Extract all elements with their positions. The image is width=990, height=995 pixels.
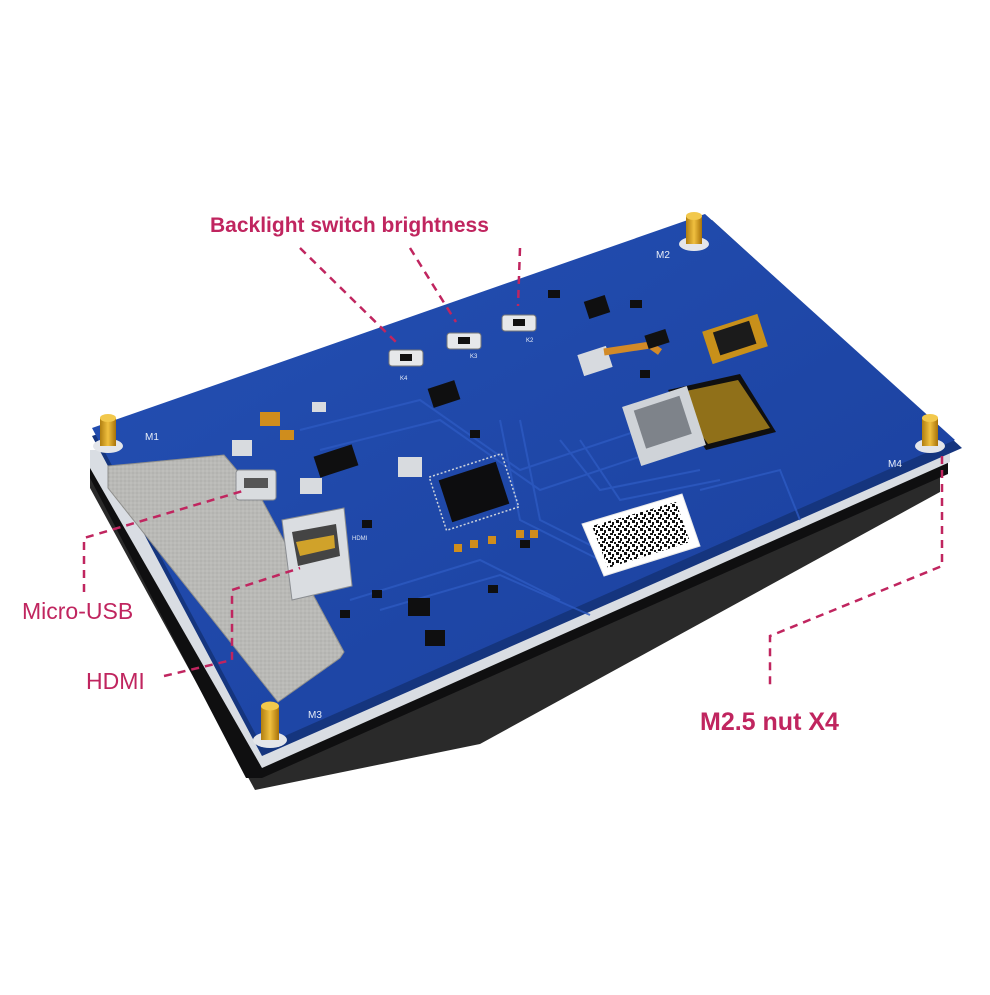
mount-label-m4: M4 — [888, 459, 902, 470]
callout-line-hdmi — [163, 566, 301, 678]
mount-label-m2: M2 — [656, 250, 670, 261]
standoff-m4 — [915, 414, 945, 453]
backlight-buttons: K4 K3 K2 — [388, 314, 537, 382]
button-k3-label: K3 — [470, 354, 478, 360]
standoff-m1 — [93, 414, 123, 453]
button-k2-label: K2 — [526, 338, 534, 344]
silkscreen-hdmi: HDMI — [352, 536, 368, 542]
button-k4: K4 — [388, 349, 424, 382]
standoff-m3 — [253, 701, 287, 748]
micro-usb-port — [235, 469, 277, 501]
mount-label-m3: M3 — [308, 710, 322, 721]
silver-components — [232, 402, 538, 552]
callout-micro-usb: Micro-USB — [22, 598, 134, 624]
hdmi-port — [281, 507, 353, 601]
mount-label-m1: M1 — [145, 432, 159, 443]
callout-line-k4 — [299, 247, 399, 345]
callout-line-nut — [768, 456, 944, 690]
callout-line-k2 — [516, 247, 522, 307]
qr-code-label — [581, 493, 701, 577]
button-k4-label: K4 — [400, 376, 408, 382]
callout-backlight-switch-brightness: Backlight switch brightness — [210, 214, 489, 237]
smd-components — [313, 290, 650, 646]
fpc-window — [622, 374, 776, 466]
ribbon-connector — [577, 328, 670, 377]
callout-line-micro-usb — [82, 488, 247, 592]
button-k3: K3 — [446, 332, 482, 360]
metal-shield-plate — [107, 454, 345, 703]
main-ic — [428, 452, 520, 532]
standoff-m2 — [679, 212, 709, 251]
button-k2: K2 — [501, 314, 537, 344]
callout-hdmi: HDMI — [86, 668, 145, 694]
callout-lines — [82, 247, 944, 690]
callout-line-k3 — [408, 247, 458, 323]
callout-m25-nut: M2.5 nut X4 — [700, 708, 839, 736]
